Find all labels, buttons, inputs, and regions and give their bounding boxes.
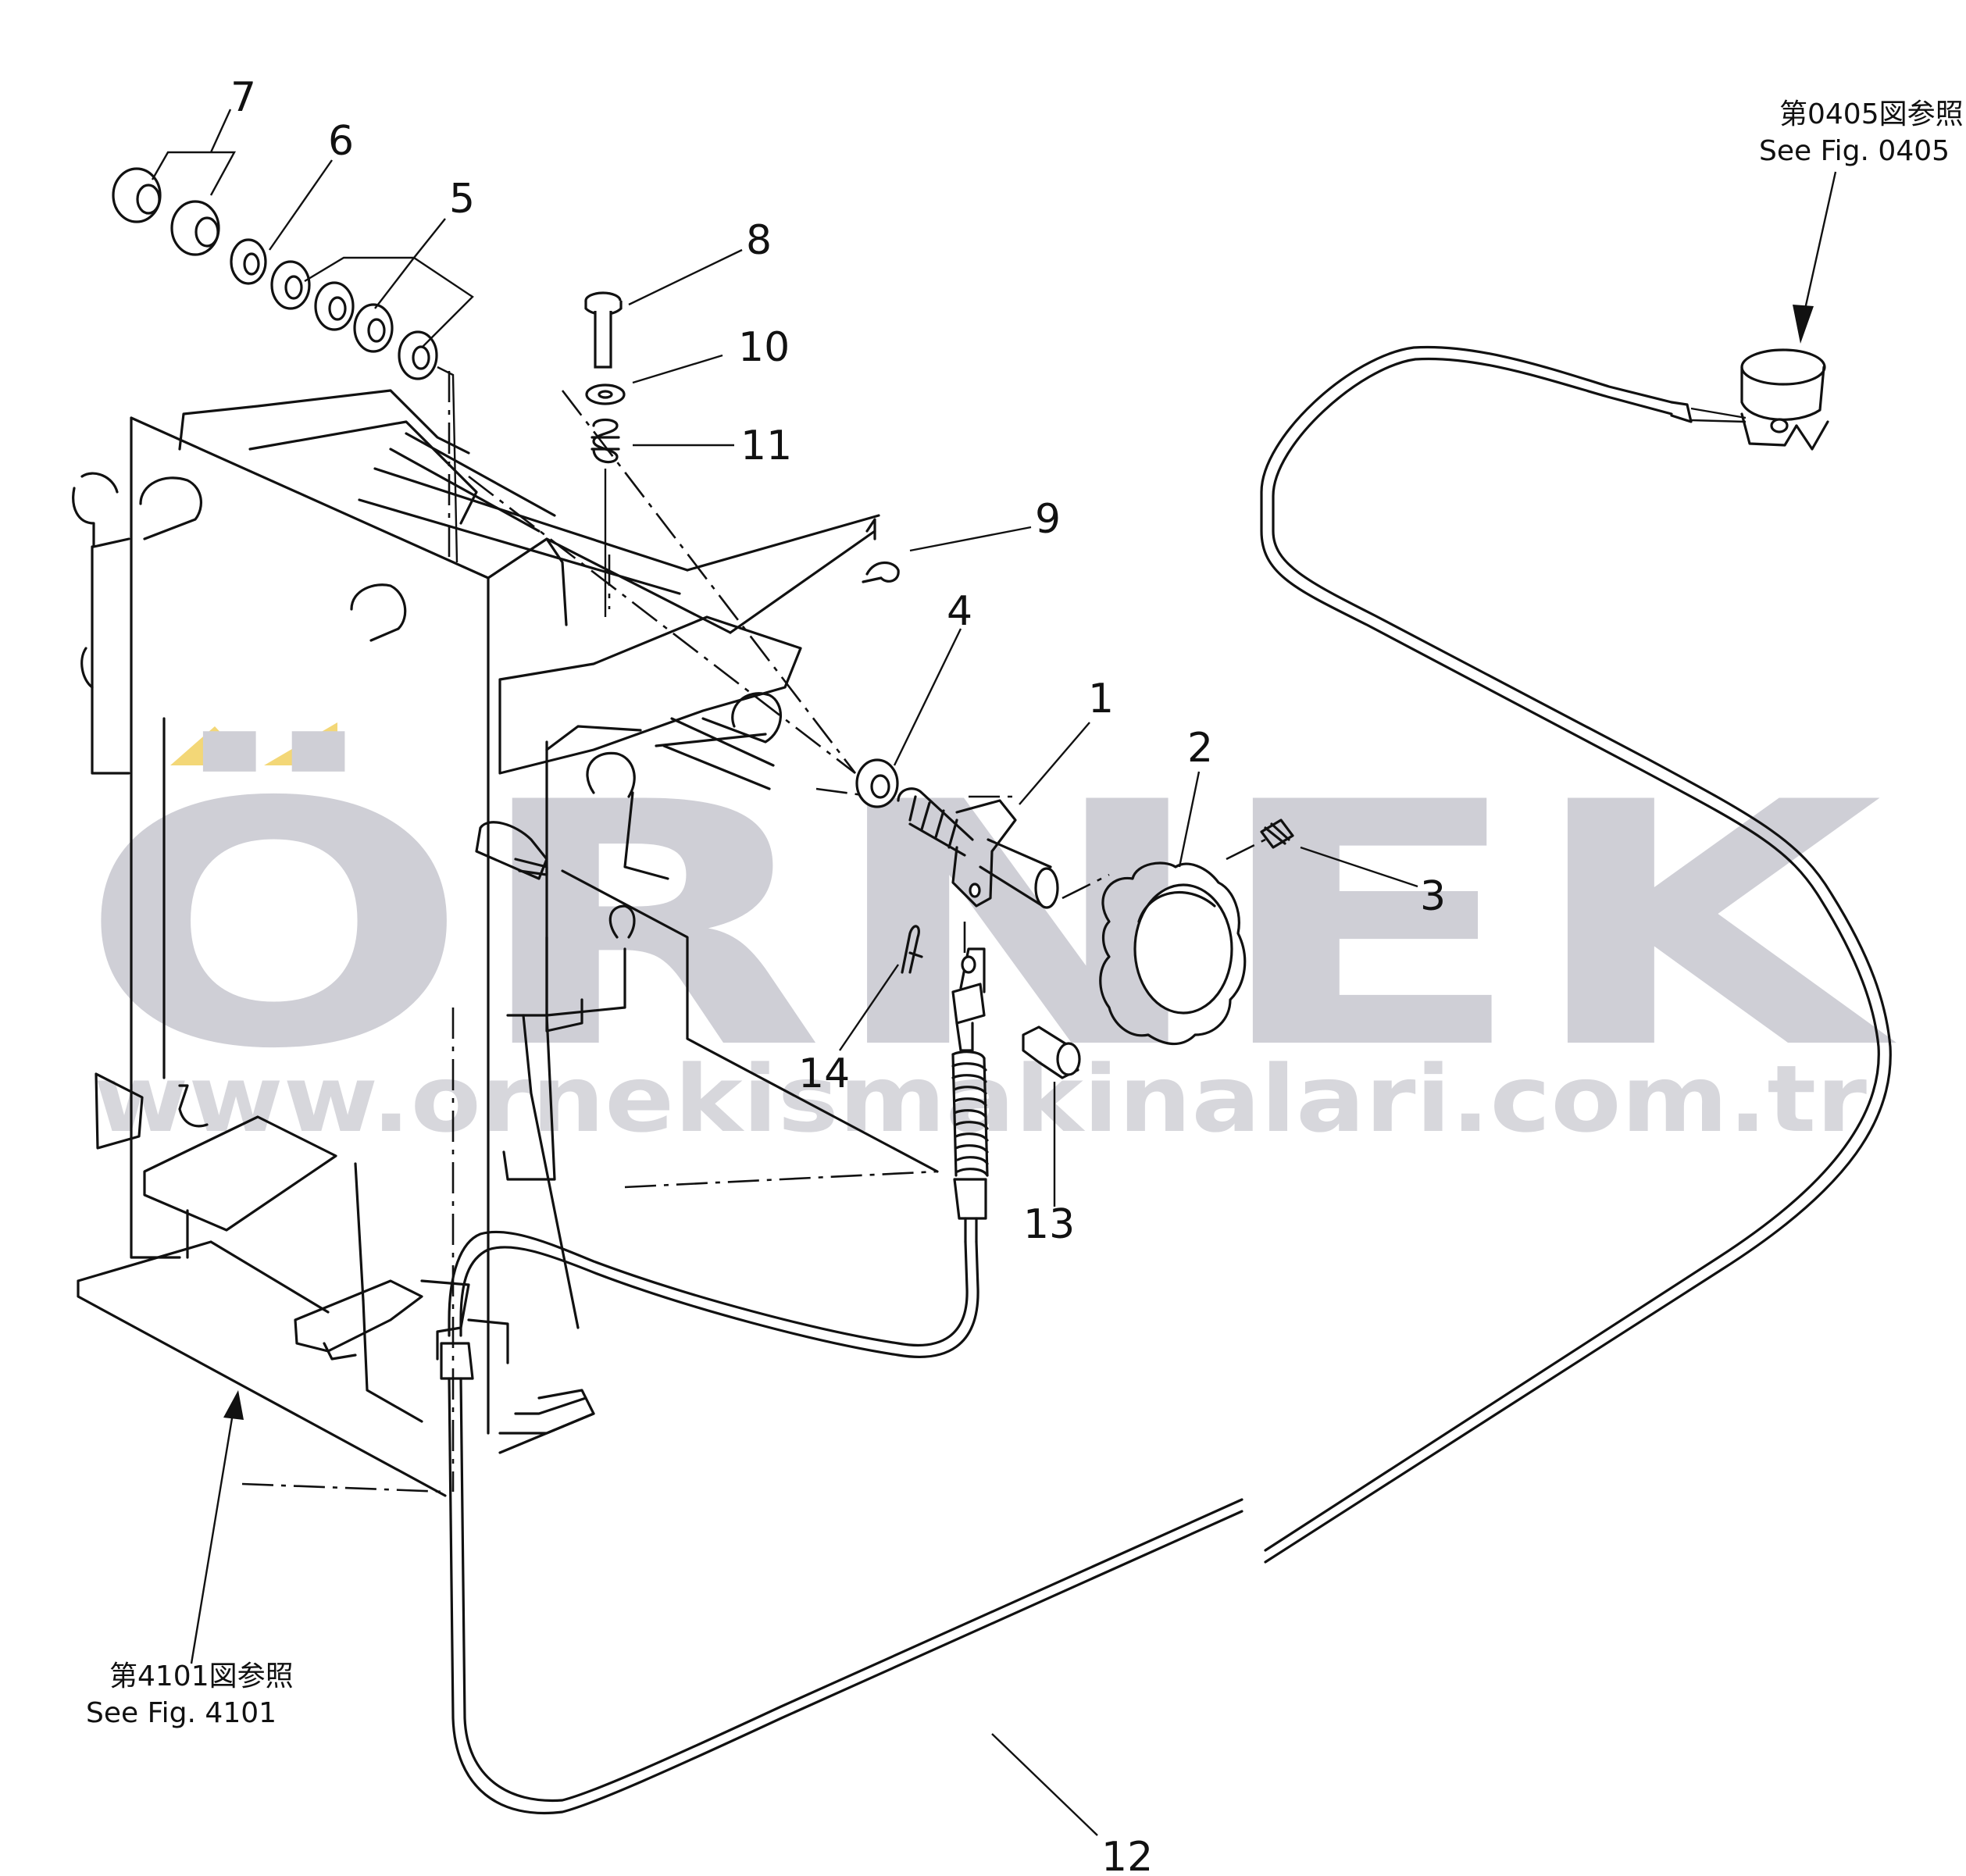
line-art: [72, 109, 1892, 1836]
cable-end-fitting: [951, 947, 989, 1243]
part-3-setscrew: [1260, 819, 1294, 849]
callout-8: 8: [746, 217, 772, 264]
part-13-bolt: [1022, 1025, 1081, 1079]
side-plate: [130, 416, 568, 1435]
callouts: 7 6 5 8 10 11 9 4 1 2 3 14 13 12: [230, 74, 1446, 1876]
ref-top-right-jp: 第0405図参照: [1779, 98, 1964, 130]
callout-4: 4: [947, 588, 972, 635]
part-5-washers: [270, 260, 438, 380]
rod-upper: [389, 432, 556, 533]
part-11-spring: [591, 418, 620, 464]
callout-13: 13: [1023, 1201, 1075, 1248]
part-8-pin: [584, 291, 623, 369]
leader-lines: [151, 109, 1837, 1836]
callout-10: 10: [738, 324, 790, 371]
ref-bottom-left-en: See Fig. 4101: [86, 1697, 277, 1729]
callout-12: 12: [1101, 1834, 1153, 1876]
boss-upper-left: [139, 476, 202, 540]
part-6-washer: [230, 238, 267, 285]
reference-bottom-left: 第4101図参照 See Fig. 4101: [86, 1660, 294, 1729]
callout-6: 6: [328, 118, 354, 165]
reference-top-right: 第0405図参照 See Fig. 0405: [1759, 98, 1964, 167]
watermark-accent-left: [170, 726, 252, 765]
callout-11: 11: [740, 423, 792, 469]
part-1-shaft: [897, 787, 1059, 909]
callout-3: 3: [1420, 873, 1446, 920]
callout-7: 7: [230, 74, 256, 121]
part-7-nuts: [112, 167, 220, 256]
part-9-snap-pin: [862, 561, 900, 583]
callout-1: 1: [1088, 676, 1114, 722]
part-2-knob: [1099, 861, 1247, 1046]
watermark: ÖRNEK www.ornekismakinalari.com.tr: [78, 722, 1900, 1153]
callout-14: 14: [798, 1050, 850, 1097]
callout-2: 2: [1187, 725, 1213, 772]
part-4-washer: [855, 758, 899, 808]
cable-12: [440, 345, 1892, 1815]
callout-5: 5: [449, 176, 475, 223]
ref-bottom-left-jp: 第4101図参照: [109, 1660, 294, 1692]
ref-top-right-en: See Fig. 0405: [1759, 135, 1950, 167]
cable-end-knob: [1740, 348, 1829, 451]
part-14-clip: [901, 925, 923, 974]
watermark-brand: ÖRNEK: [78, 728, 1900, 1122]
callout-9: 9: [1035, 496, 1061, 543]
watermark-accent-right: [264, 722, 337, 765]
